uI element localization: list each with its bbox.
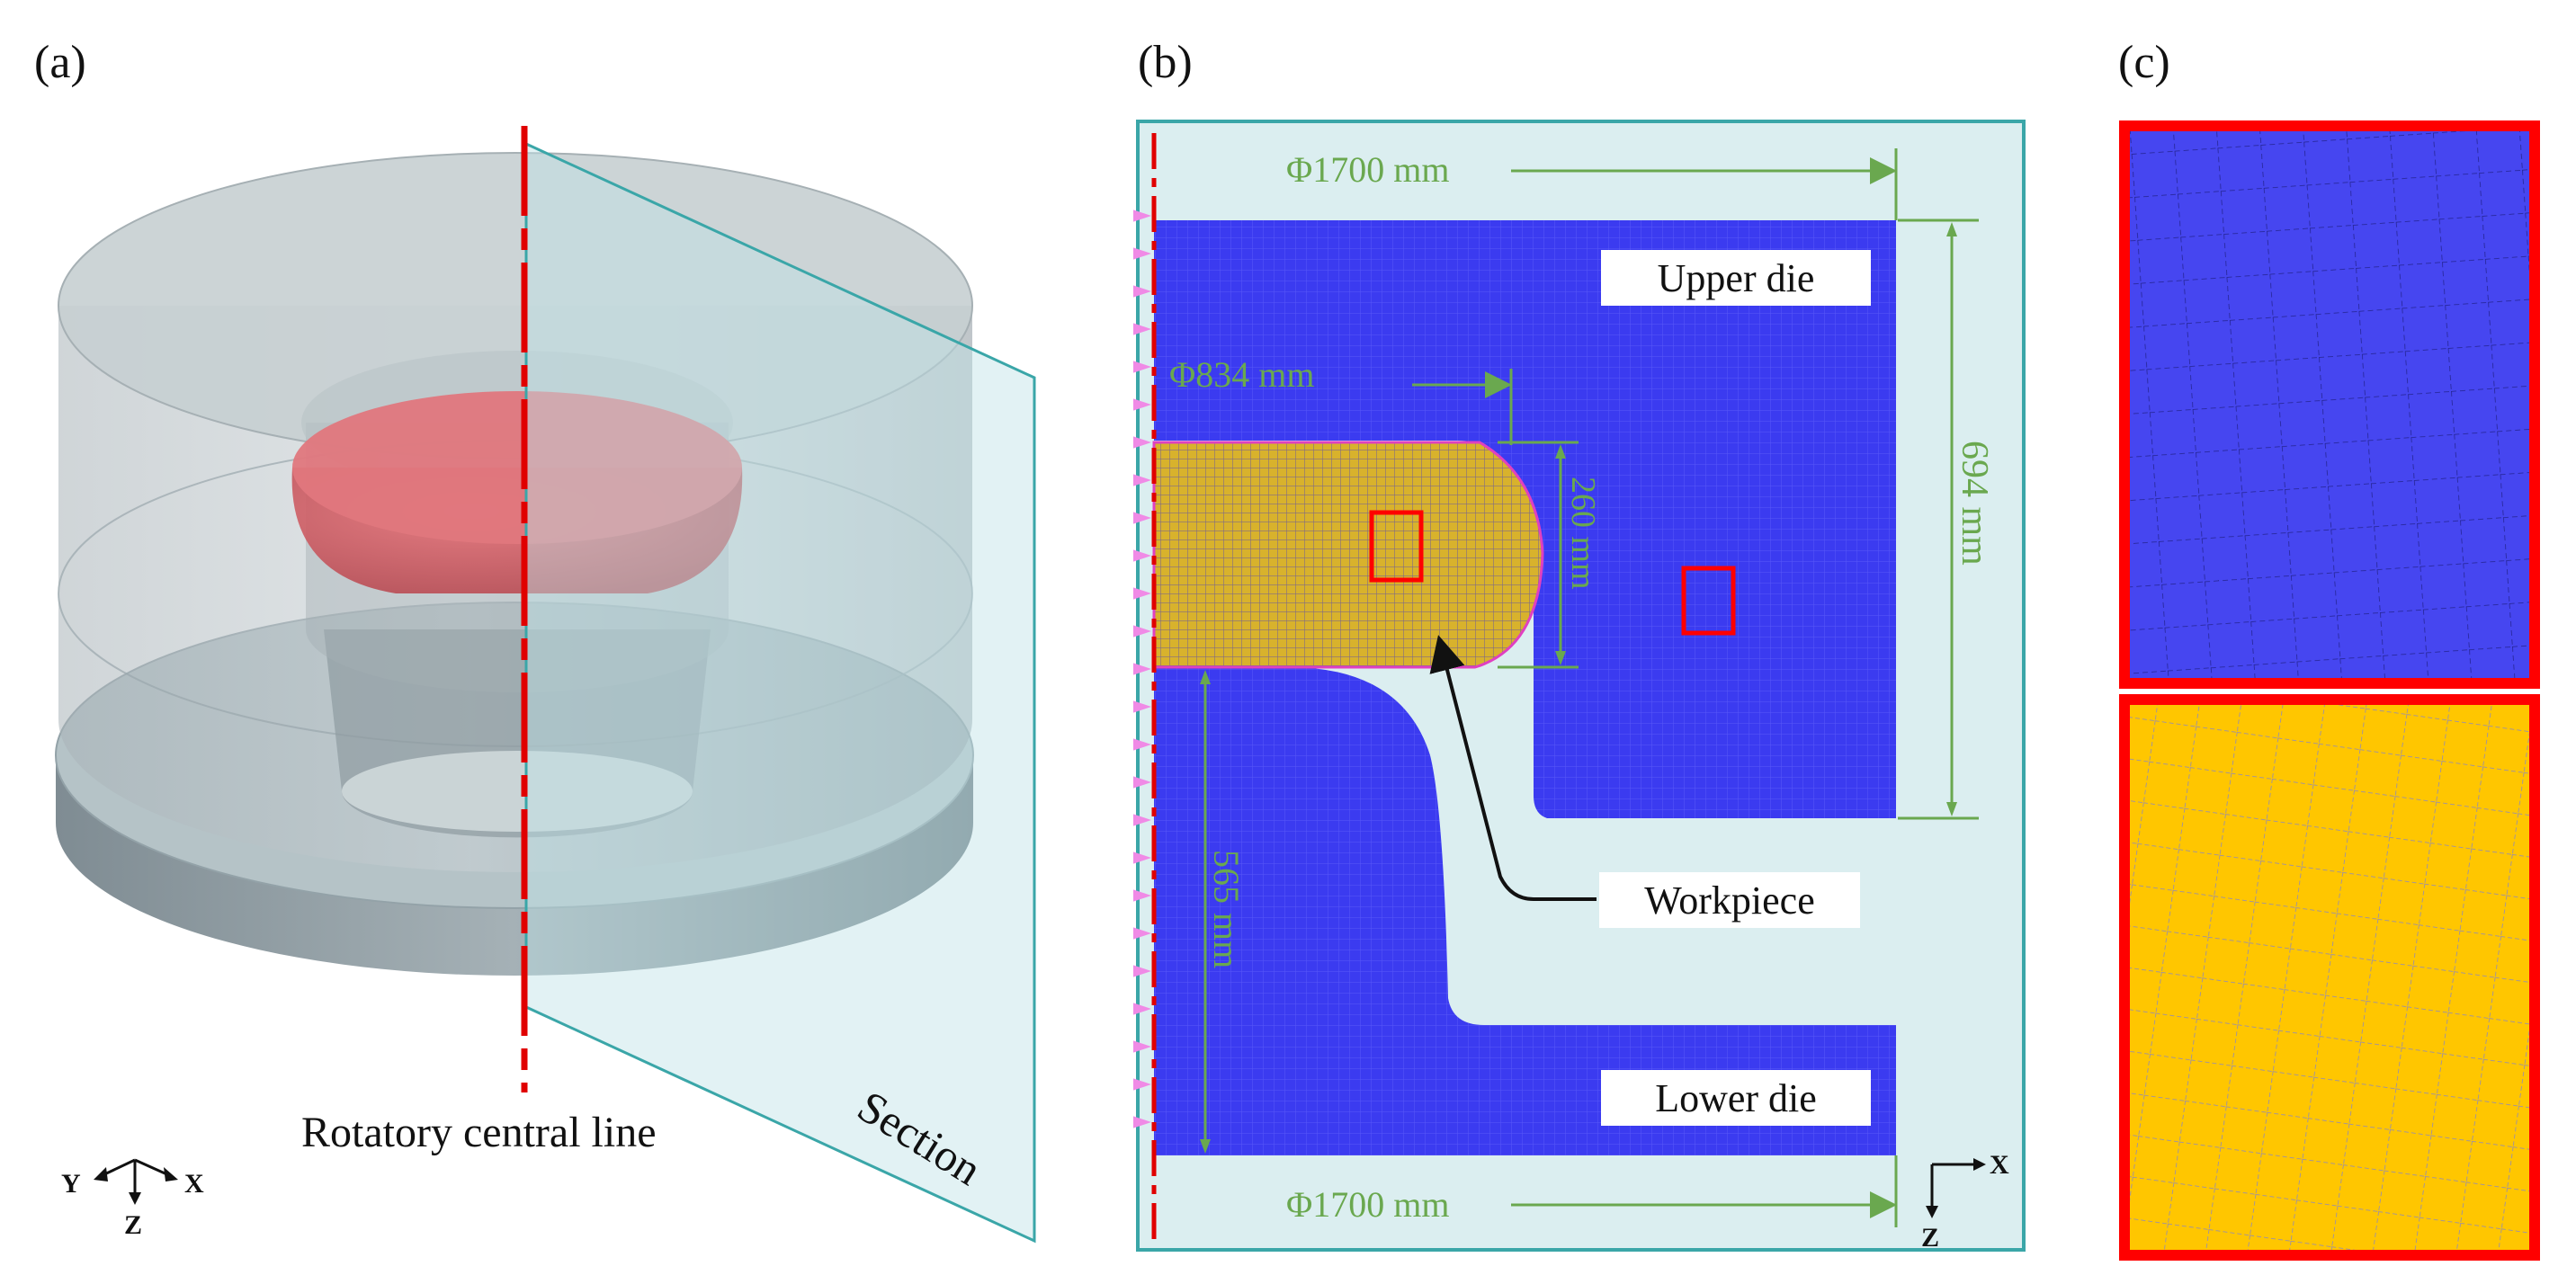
workpiece-3d — [291, 391, 743, 593]
dim-bore-label: Φ834 mm — [1169, 354, 1314, 395]
panel-c-label: (c) — [2118, 37, 2170, 88]
symmetry-marker — [1133, 1040, 1151, 1053]
dim-565-label: 565 mm — [1206, 850, 1247, 968]
symmetry-marker — [1133, 776, 1151, 789]
symmetry-marker — [1133, 1116, 1151, 1128]
symmetry-marker — [1133, 587, 1151, 600]
workpiece-label: Workpiece — [1644, 878, 1814, 923]
lower-die-label-box — [1601, 1070, 1871, 1126]
workpiece-zoom-marker — [1369, 510, 1424, 583]
zoom-workpiece-mesh — [2119, 694, 2540, 1261]
symmetry-marker — [1133, 814, 1151, 826]
panel-b-fe-section: Φ1700 mm Φ834 mm 260 mm 694 mm 565 mm Φ1… — [1133, 120, 2026, 1253]
symmetry-marker — [1133, 210, 1151, 222]
symmetry-marker — [1133, 474, 1151, 486]
symmetry-boundary-markers — [1133, 210, 1151, 1128]
lower-die-mesh — [1154, 667, 1896, 1155]
symmetry-marker — [1133, 512, 1151, 524]
dim-top-label: Φ1700 mm — [1286, 149, 1449, 190]
panel-a-3d-view: Rotatory central line Section Y X Z — [55, 126, 1036, 1244]
panel-c-zoomed-meshes — [2119, 120, 2540, 1261]
upper-die-label-box — [1601, 250, 1871, 306]
upper-die-label: Upper die — [1658, 256, 1815, 300]
zoom-die-mesh — [2119, 120, 2540, 689]
symmetry-marker — [1133, 549, 1151, 562]
axis-x-label-b: X — [1990, 1150, 2009, 1180]
panel-a-label: (a) — [34, 37, 86, 88]
symmetry-marker — [1133, 1078, 1151, 1091]
symmetry-marker — [1133, 247, 1151, 260]
upper-die-mesh — [1154, 220, 1896, 818]
workpiece-label-box — [1599, 872, 1860, 928]
workpiece-mesh — [1152, 441, 1544, 669]
symmetry-marker — [1133, 361, 1151, 373]
symmetry-marker — [1133, 700, 1151, 713]
lower-die-label: Lower die — [1655, 1076, 1817, 1120]
axis-triad-a — [94, 1158, 178, 1205]
axis-x-label-a: X — [184, 1169, 204, 1199]
symmetry-marker — [1133, 398, 1151, 411]
symmetry-marker — [1133, 625, 1151, 638]
symmetry-marker — [1133, 738, 1151, 751]
symmetry-marker — [1133, 663, 1151, 675]
symmetry-marker — [1133, 852, 1151, 864]
symmetry-marker — [1133, 927, 1151, 940]
symmetry-marker — [1133, 889, 1151, 902]
symmetry-marker — [1133, 436, 1151, 449]
workpiece-leader — [1429, 635, 1597, 901]
symmetry-marker — [1133, 285, 1151, 298]
panel-b-label: (b) — [1138, 37, 1193, 88]
symmetry-marker — [1133, 323, 1151, 335]
dim-260-label: 260 mm — [1564, 477, 1602, 590]
axis-triad-b — [1926, 1158, 1986, 1218]
dim-694-label: 694 mm — [1954, 441, 1995, 566]
axis-z-label-a: Z — [124, 1210, 142, 1240]
die-zoom-marker — [1681, 566, 1736, 636]
central-line-label: Rotatory central line — [301, 1109, 657, 1156]
axis-y-label-a: Y — [61, 1169, 81, 1199]
dim-bottom-label: Φ1700 mm — [1286, 1184, 1449, 1225]
symmetry-marker — [1133, 965, 1151, 977]
symmetry-marker — [1133, 1003, 1151, 1015]
axis-z-label-b: Z — [1921, 1223, 1939, 1253]
